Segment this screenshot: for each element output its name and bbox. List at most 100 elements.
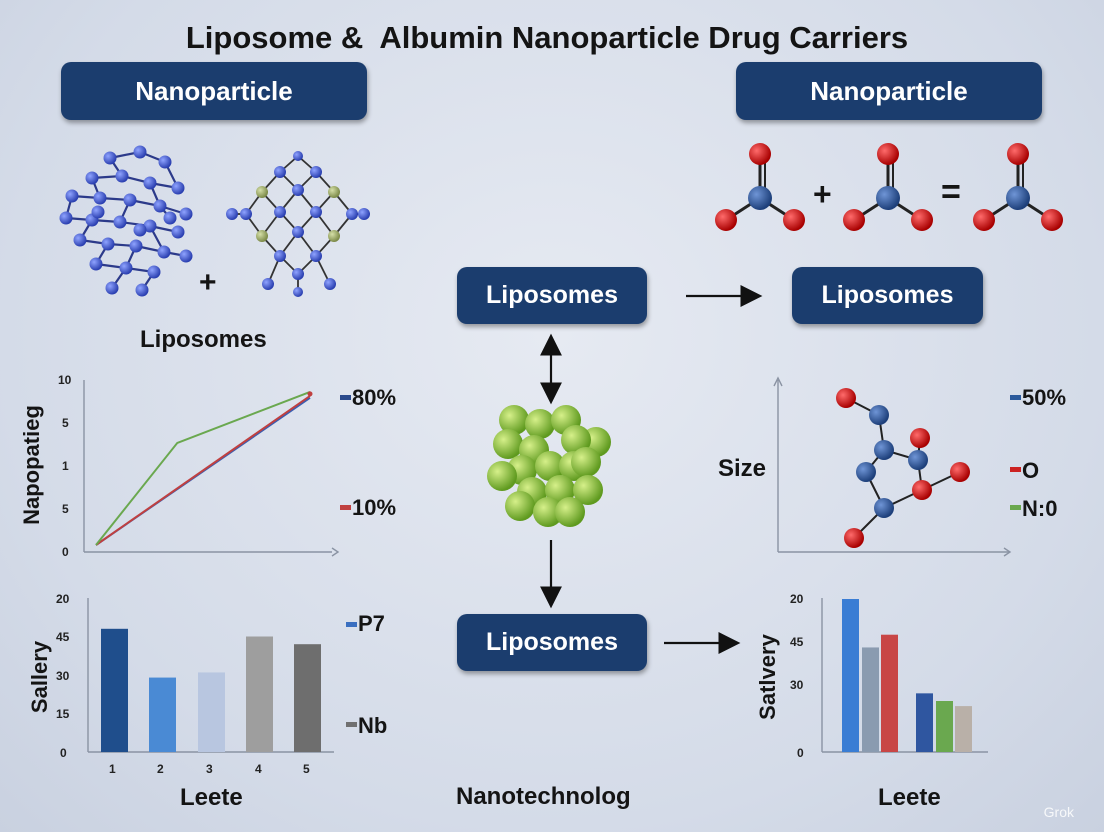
atom [65,189,79,203]
atom [293,151,303,161]
oxygen-atom [749,143,771,165]
legend-label-80: 80% [352,385,397,410]
atom [293,287,303,297]
molecule-chart [773,376,1012,557]
legend-label-50: 50% [1022,385,1067,410]
atom [85,171,99,185]
bar-chart-right [821,598,988,753]
x-tick: 1 [109,762,116,776]
carbon-atom [908,450,928,470]
atom [158,155,172,169]
atom [274,250,286,262]
legend-swatch [340,505,351,510]
liposome-sphere-cluster-icon [487,405,611,527]
atom [115,169,129,183]
oxygen-atom [1041,209,1063,231]
legend-swatch [1010,467,1021,472]
atom [103,151,117,165]
y-tick: 0 [60,746,67,760]
y-tick: 15 [56,707,70,721]
x-tick: 2 [157,762,164,776]
carbon-atom [1006,186,1030,210]
atom [73,233,87,247]
y-tick: 30 [790,678,804,692]
sphere [535,451,565,481]
atom [274,206,286,218]
nanotechnology-caption: Nanotechnolog [456,783,631,810]
sphere [525,409,555,439]
x-tick: 5 [303,762,310,776]
bar [198,672,225,752]
atom [171,181,185,195]
atom [310,250,322,262]
atom [179,207,193,221]
y-tick: 1 [62,459,69,473]
y-tick: 5 [62,502,69,516]
y-tick: 45 [790,635,804,649]
legend-label-nb: Nb [358,713,388,738]
oxygen-atom [1007,143,1029,165]
y-tick: 30 [56,669,70,683]
atom [310,166,322,178]
atom [91,205,105,219]
legend-swatch [346,622,357,627]
atom [171,225,185,239]
atom [292,184,304,196]
carbon-atom [876,186,900,210]
atom [358,208,370,220]
atom [163,211,177,225]
y-tick: 10 [58,373,72,387]
oxygen-atom [911,209,933,231]
oxygen-atom [950,462,970,482]
atom [147,265,161,279]
legend-label-10: 10% [352,495,397,520]
liposomes-box-right: Liposomes [792,267,983,324]
bar-chart-left-xlabel: Leete [180,784,243,811]
y-tick: 20 [790,592,804,606]
y-tick: 45 [56,630,70,644]
atom [93,191,107,205]
nanoparticle-box-right: Nanoparticle [736,62,1042,120]
atom [133,145,147,159]
oxide-molecules-icon [715,143,1063,231]
watermark-label: Grok [1043,804,1074,820]
atom [310,206,322,218]
sphere [505,491,535,521]
y-tick: 0 [797,746,804,760]
oxygen-atom [715,209,737,231]
bar-chart-right-xlabel: Leete [878,784,941,811]
atom [135,283,149,297]
atom [59,211,73,225]
bar [294,644,321,752]
bar [936,701,953,752]
bar-chart-left [87,598,334,753]
legend-label-n0: N:0 [1022,496,1058,521]
atom [133,223,147,237]
x-tick: 3 [206,762,213,776]
atom [256,186,268,198]
carbon-atom [748,186,772,210]
atom [119,261,133,275]
atom [105,281,119,295]
liposomes-box-center-bottom: Liposomes [457,614,647,671]
atom [274,166,286,178]
oxygen-atom [877,143,899,165]
carbon-atom [874,498,894,518]
bar [955,706,972,752]
bar [101,628,128,752]
atom [89,257,103,271]
atom [240,208,252,220]
y-tick: 0 [62,545,69,559]
oxygen-atom [973,209,995,231]
x-tick: 4 [255,762,262,776]
size-label: Size [718,455,767,482]
carbon-atom [869,405,889,425]
sphere [555,497,585,527]
atom [226,208,238,220]
atom [262,278,274,290]
atom [179,249,193,263]
sphere [571,447,601,477]
plus-symbol-right: + [813,176,832,212]
nanoparticle-box-left: Nanoparticle [61,62,367,120]
